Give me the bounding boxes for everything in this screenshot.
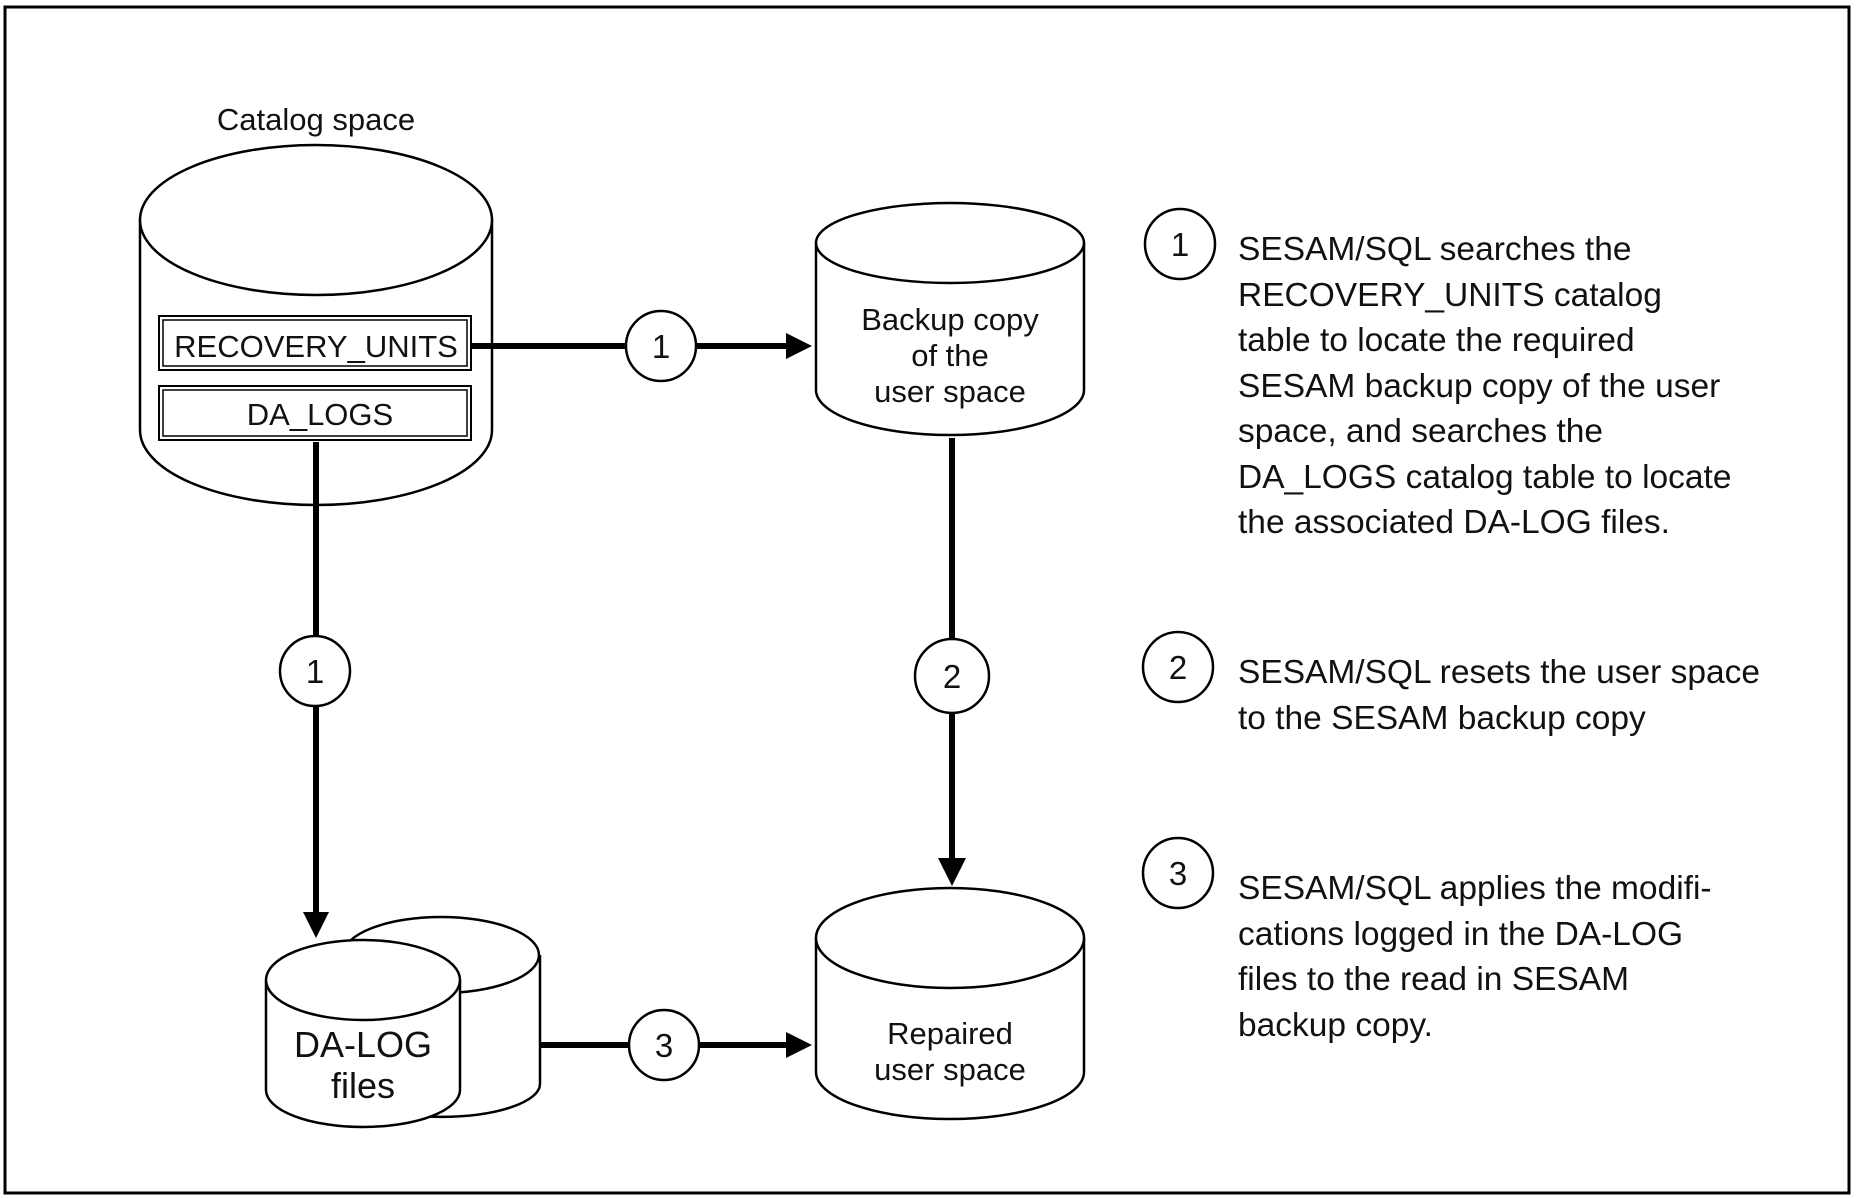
legend-text-step-3: SESAM/SQL applies the modifi- cations lo…: [1238, 870, 1712, 1044]
step-badge: [624, 309, 698, 383]
edge-dalog-to-repaired: 3: [540, 1008, 812, 1082]
legend-step-number: 1: [1171, 226, 1189, 263]
step-number: 1: [306, 653, 324, 690]
recovery-units-table: RECOVERY_UNITS: [158, 315, 472, 371]
da-log-files-node: DA-LOG files: [264, 915, 542, 1129]
step-number: 1: [652, 328, 670, 365]
legend-badge-3: 3: [1141, 836, 1215, 910]
step-number: 2: [943, 658, 961, 695]
legend-text-step-2: SESAM/SQL resets the user space to the S…: [1238, 654, 1760, 737]
backup-copy-label-3: user space: [874, 374, 1026, 409]
edge-backup-to-repaired: 2: [913, 438, 991, 886]
da-log-files-label-1: DA-LOG: [294, 1024, 432, 1065]
repaired-space-label-1: Repaired: [887, 1016, 1013, 1051]
repaired-space-label-2: user space: [874, 1052, 1026, 1087]
catalog-space-title: Catalog space: [217, 102, 415, 137]
step-badge: [913, 637, 991, 715]
da-log-files-label-2: files: [331, 1065, 395, 1106]
da-logs-table: DA_LOGS: [158, 385, 472, 441]
repaired-space-node: Repaired user space: [814, 886, 1086, 1121]
backup-copy-label-2: of the: [911, 338, 989, 373]
step-badge: [278, 634, 352, 708]
catalog-space-node: Catalog space RECOVERY_UNITS DA_LOGS: [138, 102, 494, 507]
legend-step-number: 3: [1169, 855, 1187, 892]
legend-badge-2: 2: [1141, 630, 1215, 704]
step-badge: [627, 1008, 701, 1082]
legend-step-number: 2: [1169, 649, 1187, 686]
step-number: 3: [655, 1027, 673, 1064]
legend-badge-1: 1: [1143, 207, 1217, 281]
edge-catalog-to-backup: 1: [471, 309, 812, 383]
da-logs-label: DA_LOGS: [247, 397, 393, 432]
recovery-units-label: RECOVERY_UNITS: [174, 329, 458, 364]
legend-text-step-1: SESAM/SQL searches the RECOVERY_UNITS ca…: [1238, 231, 1732, 541]
backup-copy-node: Backup copy of the user space: [814, 201, 1086, 437]
backup-copy-label-1: Backup copy: [861, 302, 1039, 337]
figure-frame: [3, 5, 1851, 1195]
edge-catalog-to-dalog: 1: [278, 442, 352, 938]
